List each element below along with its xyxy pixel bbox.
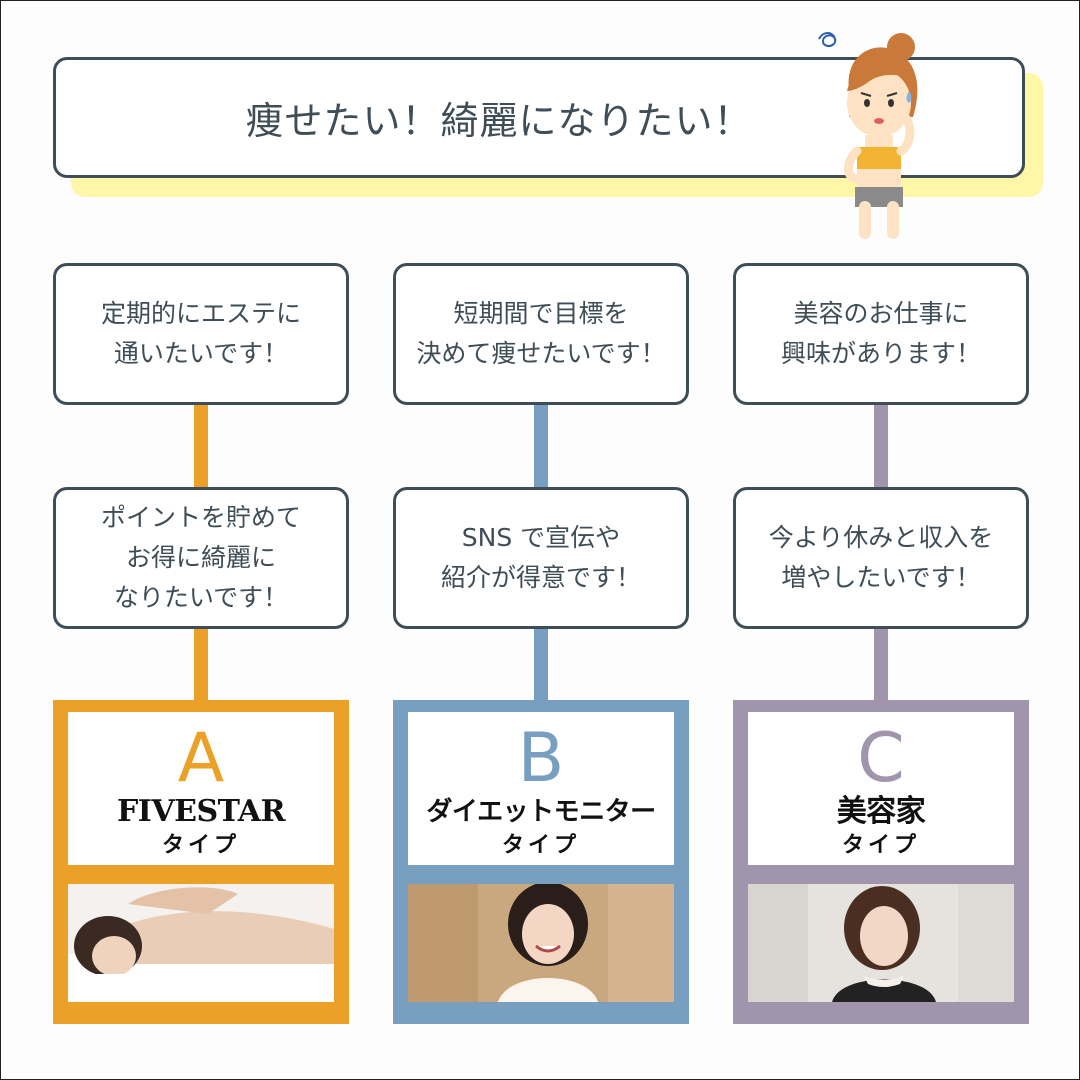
question-box-c1: 美容のお仕事に 興味があります！ [733, 263, 1029, 405]
type-card-b: B ダイエットモニター タイプ [393, 700, 689, 1024]
page-title: 痩せたい！綺麗になりたい！ [245, 99, 753, 143]
question-box-a2: ポイントを貯めて お得に綺麗に なりたいです！ [53, 487, 349, 629]
connector-line-c [874, 629, 888, 701]
question-box-c2: 今より休みと収入を 増やしたいです！ [733, 487, 1029, 629]
type-card-a: A FIVESTAR タイプ [53, 700, 349, 1024]
question-box-b1: 短期間で目標を 決めて痩せたいです！ [393, 263, 689, 405]
type-card-header: A FIVESTAR タイプ [68, 712, 334, 865]
type-card-header: B ダイエットモニター タイプ [408, 712, 674, 865]
worried-girl-icon [818, 32, 918, 239]
question-text: ポイントを貯めて お得に綺麗に なりたいです！ [100, 503, 301, 612]
type-name: ダイエットモニター [426, 797, 656, 827]
massage-photo [68, 884, 334, 1002]
type-name: FIVESTAR [116, 794, 286, 829]
connector-line-b [534, 629, 548, 701]
type-suffix: タイプ [501, 832, 580, 858]
question-text: 今より休みと収入を 増やしたいです！ [768, 523, 994, 592]
connector-line-a [194, 405, 208, 487]
connector-line-a [194, 629, 208, 701]
type-letter: B [517, 719, 565, 798]
question-box-a1: 定期的にエステに 通いたいです！ [53, 263, 349, 405]
smiling-woman-photo [408, 884, 674, 1002]
question-text: 美容のお仕事に 興味があります！ [780, 299, 981, 368]
type-card-header: C 美容家 タイプ [748, 712, 1014, 865]
question-text: 定期的にエステに 通いたいです！ [100, 299, 301, 368]
question-text: 短期間で目標を 決めて痩せたいです！ [416, 299, 666, 368]
connector-line-c [874, 405, 888, 487]
connector-line-b [534, 405, 548, 487]
type-card-c: C 美容家 タイプ [733, 700, 1029, 1024]
question-box-b2: SNS で宣伝や 紹介が得意です！ [393, 487, 689, 629]
type-letter: A [177, 719, 225, 798]
woman-portrait-photo [748, 884, 1014, 1002]
type-name: 美容家 [836, 794, 926, 829]
question-text: SNS で宣伝や 紹介が得意です！ [440, 523, 641, 592]
type-suffix: タイプ [841, 832, 920, 858]
type-letter: C [857, 719, 905, 798]
type-suffix: タイプ [161, 832, 240, 858]
